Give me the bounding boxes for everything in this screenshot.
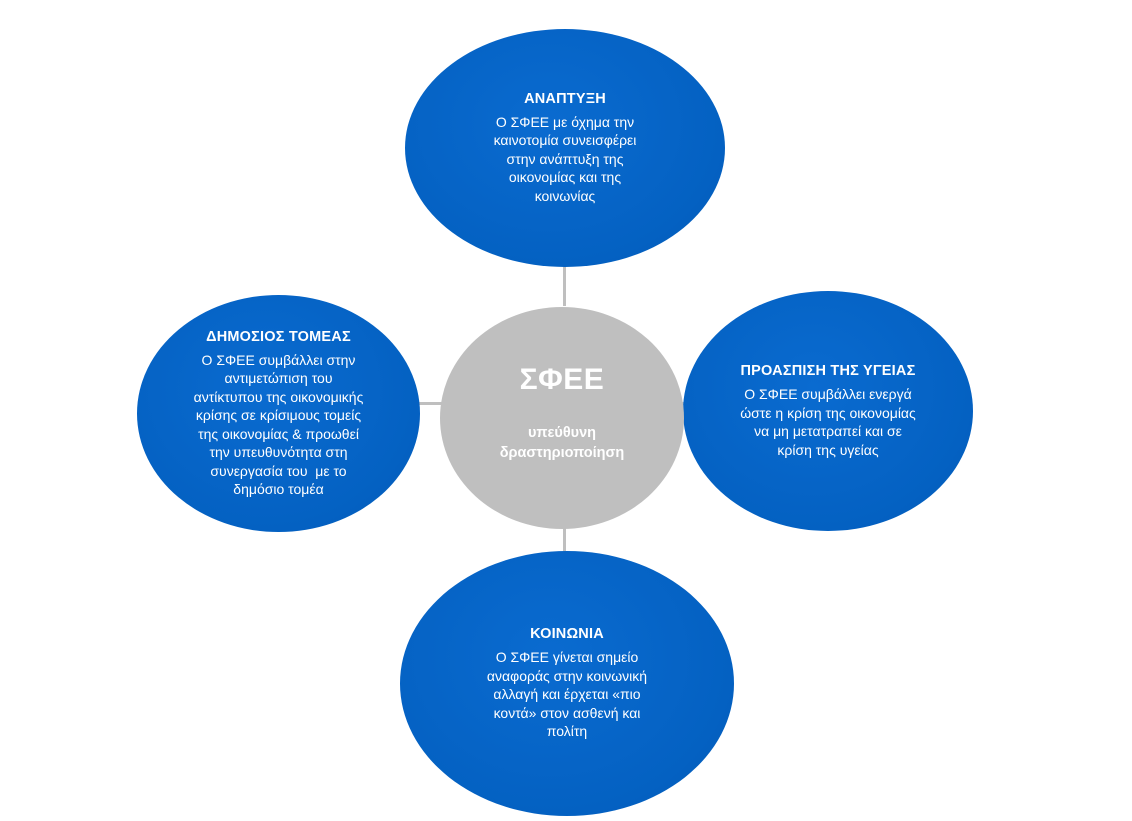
center-subtitle: υπεύθυνη δραστηριοποίηση <box>500 423 625 463</box>
node-text-line: οικονομίας και της <box>508 169 622 186</box>
node-text-line: αλλαγή και έρχεται «πιο <box>493 686 641 703</box>
center-subtitle-line: δραστηριοποίηση <box>499 445 625 461</box>
node-text-line: Ο ΣΦΕΕ συμβάλλει ενεργά <box>744 386 912 402</box>
node-text-line: ώστε η κρίση της οικονομίας <box>740 404 916 421</box>
node-title: ΑΝΑΠΤΥΞΗ <box>524 90 606 107</box>
node-text-line: στην ανάπτυξη της <box>506 150 624 167</box>
node-koinonia: ΚΟΙΝΩΝΙΑ Ο ΣΦΕΕ γίνεται σημείο αναφοράς … <box>400 551 734 816</box>
node-anaptyxi: ΑΝΑΠΤΥΞΗ Ο ΣΦΕΕ με όχημα την καινοτομία … <box>405 29 725 267</box>
connector-bottom <box>563 522 566 568</box>
node-proaspisi-ygeias: ΠΡΟΑΣΠΙΣΗ ΤΗΣ ΥΓΕΙΑΣ Ο ΣΦΕΕ συμβάλλει εν… <box>683 291 973 531</box>
node-text-line: συνεργασία του με το <box>210 462 347 479</box>
node-text-line: κρίση της υγείας <box>777 441 879 458</box>
node-description: Ο ΣΦΕΕ συμβάλλει στην αντιμετώπιση του α… <box>194 351 364 499</box>
node-title: ΔΗΜΟΣΙΟΣ ΤΟΜΕΑΣ <box>206 328 351 345</box>
center-subtitle-line: υπεύθυνη <box>527 425 597 441</box>
node-description: Ο ΣΦΕΕ γίνεται σημείο αναφοράς στην κοιν… <box>487 648 647 741</box>
node-text-line: αναφοράς στην κοινωνική <box>486 667 648 684</box>
node-text-line: Ο ΣΦΕΕ με όχημα την <box>495 113 635 130</box>
node-text-line: να μη μετατραπεί και σε <box>754 423 902 439</box>
node-text-line: καινοτομία συνεισφέρει <box>493 132 637 149</box>
node-description: Ο ΣΦΕΕ με όχημα την καινοτομία συνεισφέρ… <box>494 113 637 206</box>
node-description: Ο ΣΦΕΕ συμβάλλει ενεργά ώστε η κρίση της… <box>740 385 916 459</box>
node-text-line: αντίκτυπου της οικονομικής <box>193 388 364 405</box>
node-text-line: την υπευθυνότητα στη <box>209 444 348 460</box>
node-text-line: κοινωνίας <box>534 187 596 204</box>
node-text-line: Ο ΣΦΕΕ γίνεται σημείο <box>495 649 639 666</box>
node-text-line: κοντά» στον ασθενή και <box>493 704 641 721</box>
node-text-line: κρίσης σε κρίσιμους τομείς <box>195 407 362 423</box>
node-center-sfee: ΣΦΕΕ υπεύθυνη δραστηριοποίηση <box>440 307 684 529</box>
node-text-line: δημόσιο τομέα <box>233 481 324 497</box>
node-text-line: της οικονομίας & προωθεί <box>198 425 359 442</box>
node-dimosios-tomeas: ΔΗΜΟΣΙΟΣ ΤΟΜΕΑΣ Ο ΣΦΕΕ συμβάλλει στην αν… <box>137 295 420 532</box>
node-title: ΠΡΟΑΣΠΙΣΗ ΤΗΣ ΥΓΕΙΑΣ <box>740 363 916 379</box>
node-text-line: πολίτη <box>546 723 588 740</box>
node-title: ΚΟΙΝΩΝΙΑ <box>530 626 604 643</box>
connector-top <box>563 258 566 306</box>
node-text-line: αντιμετώπιση του <box>224 370 333 386</box>
node-text-line: Ο ΣΦΕΕ συμβάλλει στην <box>201 351 356 368</box>
center-title: ΣΦΕΕ <box>519 363 605 396</box>
connector-left <box>406 402 446 405</box>
